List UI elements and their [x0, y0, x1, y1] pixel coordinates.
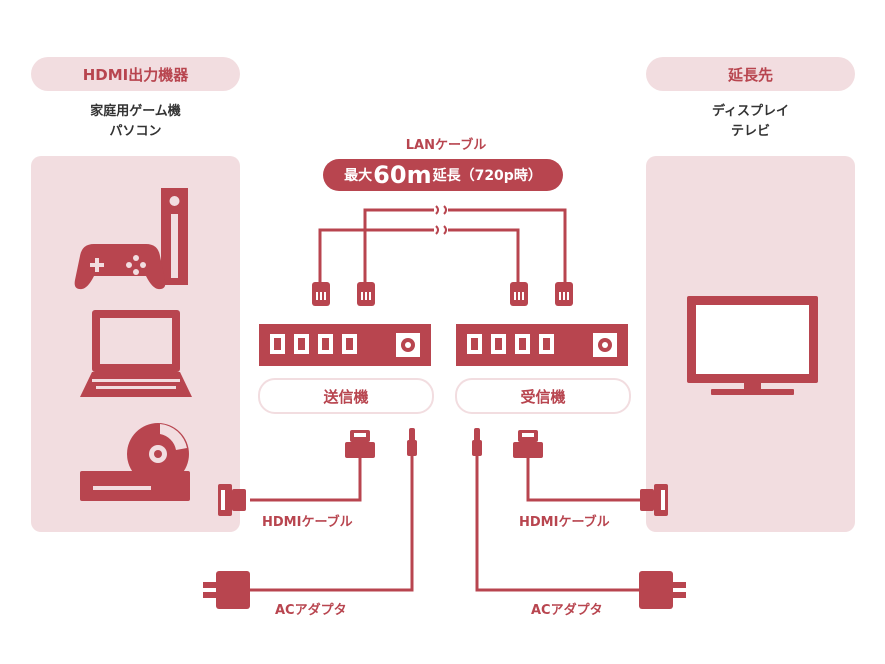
lan-plug-icon [555, 282, 573, 306]
hdmi-plug-icon [513, 430, 543, 458]
ac-adapter-icon [203, 571, 250, 609]
lan-cable-inner [318, 228, 520, 285]
lan-cable-label: LANケーブル [405, 138, 487, 153]
lan-cable-outer [363, 208, 567, 285]
max-distance-badge: 最大 60m 延長（720p時） [323, 159, 563, 191]
ac-adapter-icon [639, 571, 686, 609]
destination-title: 延長先 [646, 57, 855, 91]
dc-plug-icon [472, 428, 482, 456]
destination-title-text: 延長先 [727, 65, 773, 84]
hdmi-cable-right-label: HDMIケーブル [519, 515, 610, 530]
destination-subtitle-line2: テレビ [730, 124, 770, 139]
hdmi-cable-left-label: HDMIケーブル [262, 515, 353, 530]
source-subtitle-line2: パソコン [109, 124, 162, 139]
badge-prefix: 最大 [344, 168, 373, 184]
lan-plug-icon [357, 282, 375, 306]
lan-plug-icon [312, 282, 330, 306]
hdmi-cable-left [250, 455, 362, 502]
source-devices-subtitle: 家庭用ゲーム機 パソコン [31, 102, 240, 142]
receiver-unit-icon [456, 324, 628, 366]
source-subtitle-line1: 家庭用ゲーム機 [90, 104, 181, 119]
source-devices-title-text: HDMI出力機器 [82, 65, 189, 84]
hdmi-plug-icon [218, 484, 246, 516]
laptop-icon [80, 310, 192, 397]
destination-subtitle: ディスプレイ テレビ [646, 102, 855, 142]
dc-plug-icon [407, 428, 417, 456]
lan-plug-icon [510, 282, 528, 306]
ac-adapter-left-label: ACアダプタ [275, 603, 347, 618]
lan-plugs [312, 282, 573, 306]
cable-break-icon [434, 202, 448, 238]
badge-suffix: 延長（720p時） [432, 168, 542, 184]
ac-cable-right [475, 455, 640, 592]
game-console-icon [161, 188, 188, 285]
disc-player-icon [80, 423, 190, 501]
transmitter-unit-icon [259, 324, 431, 366]
receiver-label: 受信機 [520, 387, 566, 406]
transmitter-label: 送信機 [323, 387, 369, 406]
badge-distance: 60m [373, 161, 432, 189]
ac-cable-left [250, 455, 414, 592]
gamepad-icon [74, 244, 166, 290]
ac-adapter-right-label: ACアダプタ [531, 603, 603, 618]
hdmi-cable-right [526, 455, 640, 502]
destination-subtitle-line1: ディスプレイ [711, 104, 790, 119]
tv-icon [687, 296, 818, 395]
hdmi-plug-icon [640, 484, 668, 516]
hdmi-plug-icon [345, 430, 375, 458]
transmitter-label-pill: 送信機 [258, 378, 434, 414]
source-devices-title: HDMI出力機器 [31, 57, 240, 91]
receiver-label-pill: 受信機 [455, 378, 631, 414]
